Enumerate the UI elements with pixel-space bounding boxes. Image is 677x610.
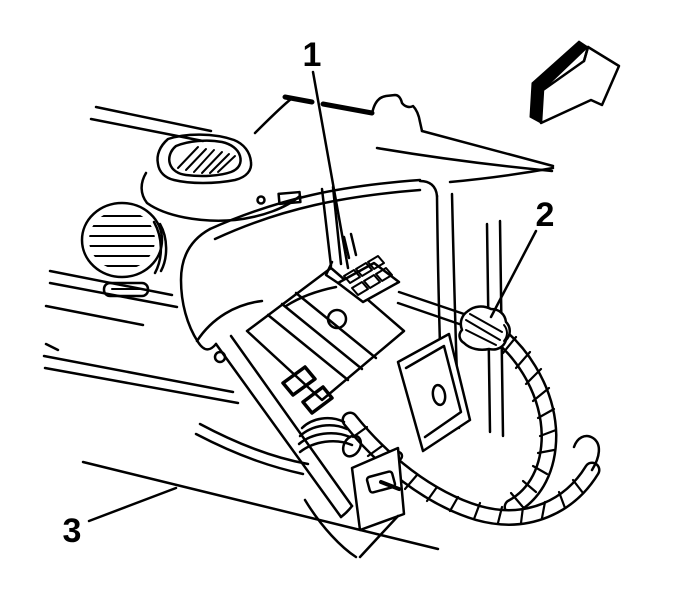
callout-1: 1: [303, 36, 350, 270]
callout-1-leader: [311, 70, 350, 270]
lower-dash-trim-lines: [42, 269, 440, 551]
callout-2: 2: [489, 196, 555, 319]
vent-latch: [102, 281, 150, 298]
callout-3-leader: [87, 486, 178, 523]
connector-2: [458, 305, 511, 351]
module-hole: [326, 308, 348, 330]
conduit-end-hook: [572, 434, 601, 472]
callout-1-label: 1: [303, 36, 322, 74]
connector-1: [324, 232, 401, 304]
direction-arrow-icon: [529, 40, 621, 125]
conduit-ribs: [351, 322, 585, 525]
defroster-vent: [140, 133, 302, 222]
callout-3: 3: [63, 486, 178, 550]
bracket-slot: [431, 383, 447, 407]
callout-3-label: 3: [63, 512, 82, 550]
side-air-vent: [80, 201, 168, 298]
callout-2-leader: [489, 229, 538, 319]
hvac-module-assembly: [195, 266, 472, 559]
callout-2-label: 2: [536, 196, 555, 234]
jumper-wires: [396, 290, 472, 329]
side-vent-louvers: [89, 215, 155, 267]
defroster-vent-grille: [177, 146, 236, 174]
lower-bracket: [350, 446, 406, 532]
screw-hole: [256, 195, 266, 205]
harness-clip: [365, 470, 397, 494]
clip-screw: [379, 480, 401, 491]
dash-top-edge-lines: [89, 93, 555, 184]
